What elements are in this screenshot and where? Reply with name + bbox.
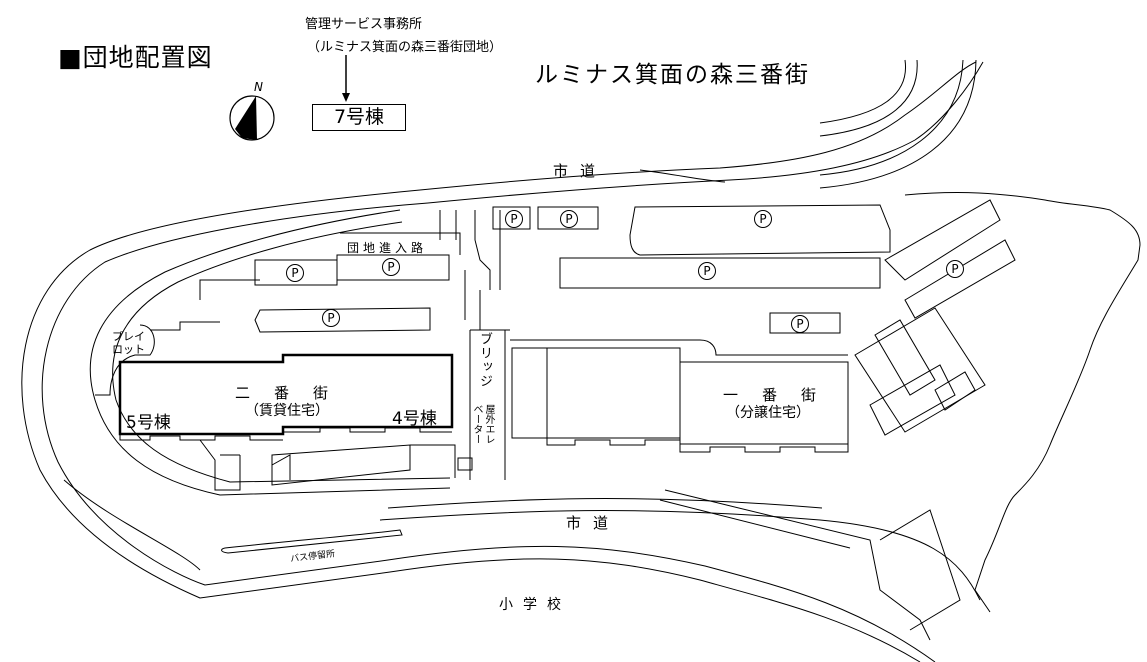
- page-title: ■団地配置図: [58, 43, 213, 72]
- ichibangai-buildings: [510, 339, 849, 453]
- ichibangai-type: （分譲住宅）: [726, 405, 810, 421]
- entrance-road-label: 団地進入路: [347, 241, 428, 255]
- parking-icon: P: [946, 260, 964, 278]
- parking-icon: P: [382, 258, 400, 276]
- arrow-down-icon: [342, 55, 350, 102]
- nibangai-type: （賃貸住宅）: [245, 403, 329, 419]
- office-label-line1: 管理サービス事務所: [305, 17, 423, 32]
- ichibangai-name: 一番街: [723, 386, 841, 404]
- elevator-line1: 屋外エレ: [483, 404, 494, 444]
- bridge-label: ブリッジ: [477, 332, 492, 388]
- parking-icon: P: [791, 315, 809, 333]
- building-4[interactable]: 4号棟: [392, 409, 437, 429]
- nibangai-name: 二番街: [235, 384, 353, 402]
- playlot-line2: ロット: [112, 343, 145, 356]
- road-label-south: 市道: [566, 514, 621, 532]
- south-walkway: [221, 444, 961, 641]
- hill-boundary: [904, 192, 1141, 613]
- parking-structures: [254, 199, 1016, 334]
- nibangai-building-outline: [118, 353, 454, 436]
- upper-right-arcs: [819, 59, 977, 189]
- compass: N: [226, 80, 276, 142]
- parking-icon: P: [286, 264, 304, 282]
- parking-icon: P: [505, 210, 523, 228]
- central-paths: [150, 210, 510, 480]
- complex-name: ルミナス箕面の森三番街: [535, 62, 810, 88]
- office-label-line2: （ルミナス箕面の森三番街団地）: [307, 40, 503, 55]
- parking-icon: P: [754, 210, 772, 228]
- compass-north-label: N: [254, 80, 263, 94]
- playlot-outline: [95, 324, 155, 396]
- elevator-line2: ベーター: [471, 404, 482, 444]
- playlot-label: プレイ ロット: [112, 330, 145, 356]
- road-label-north: 市道: [553, 162, 608, 180]
- rotated-buildings: [854, 307, 986, 436]
- outdoor-elevator-label: 屋外エレ ベーター: [471, 404, 494, 444]
- playlot-line1: プレイ: [112, 330, 145, 343]
- parking-icon: P: [322, 309, 340, 327]
- inner-loop-road: [63, 209, 981, 601]
- parking-icon: P: [698, 262, 716, 280]
- city-road-outer: [21, 61, 984, 662]
- parking-icon: P: [560, 210, 578, 228]
- north-arrow-icon: [229, 95, 275, 141]
- school-label: 小学校: [499, 597, 571, 613]
- building-notches: [119, 427, 452, 491]
- building-5[interactable]: 5号棟: [126, 413, 171, 433]
- office-building-7[interactable]: 7号棟: [312, 104, 406, 131]
